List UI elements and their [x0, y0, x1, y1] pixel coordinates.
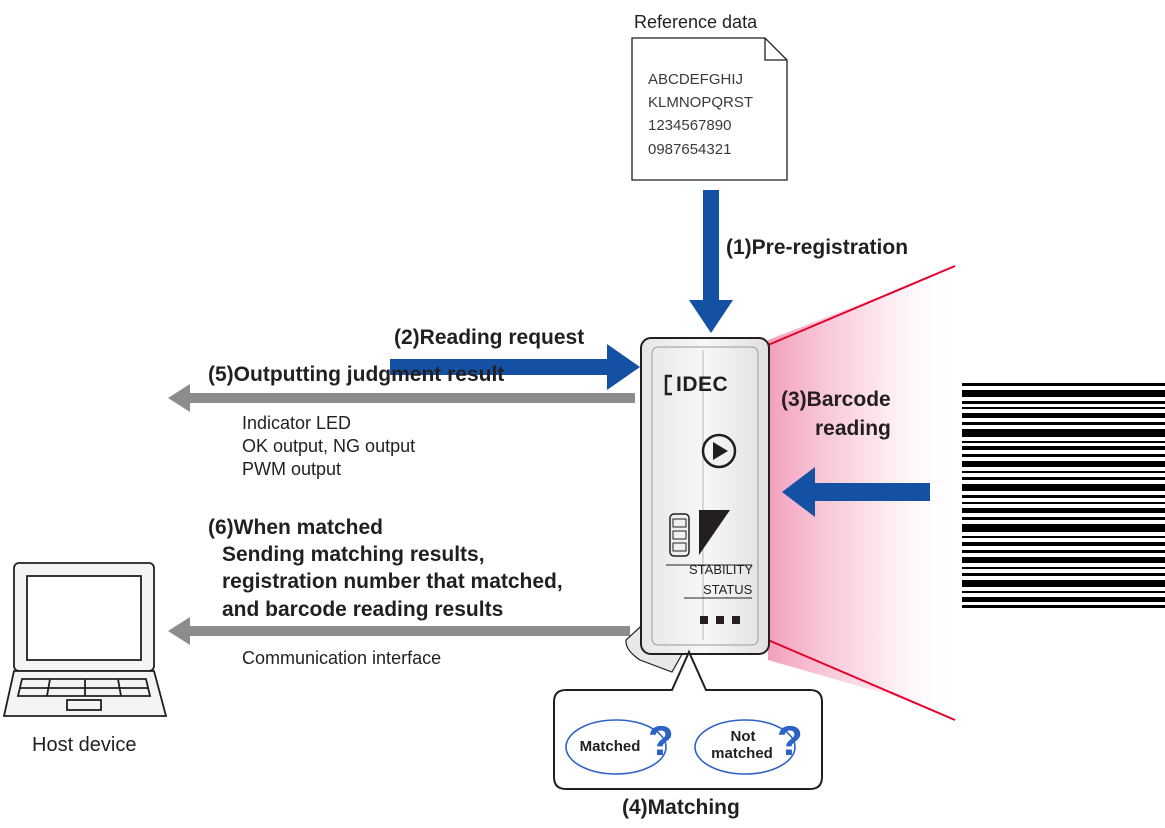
not-matched-label-2: matched: [711, 745, 773, 762]
status-label: STATUS: [703, 582, 753, 597]
stability-bars: [699, 510, 730, 555]
matching-bubble: [553, 649, 823, 790]
reference-line: KLMNOPQRST: [648, 94, 754, 111]
step-when-matched: (6)When matched: [208, 516, 384, 539]
status-dot: [700, 616, 708, 624]
reference-data-title: Reference data: [634, 12, 758, 32]
step-reading-request: (2)Reading request: [394, 326, 585, 349]
not-matched-label-1: Not: [730, 728, 756, 745]
laptop-icon: [2, 562, 168, 717]
reference-line: 0987654321: [648, 141, 732, 158]
step-when-matched-line2: Sending matching results,: [222, 543, 485, 566]
output-result-arrow: [168, 384, 635, 412]
pre-registration-arrow: [689, 190, 733, 333]
status-dot: [732, 616, 740, 624]
idec-logo-mark: [664, 374, 672, 396]
play-icon: [701, 433, 737, 469]
host-device-label: Host device: [32, 734, 137, 756]
reference-line: 1234567890: [648, 117, 732, 134]
output-item: PWM output: [242, 459, 342, 479]
step-barcode-reading-cont: reading: [815, 417, 891, 440]
barcode: [962, 383, 1165, 608]
question-mark-icon: ?: [648, 717, 674, 764]
status-dot: [716, 616, 724, 624]
comm-interface-label: Communication interface: [242, 648, 442, 668]
step-matching: (4)Matching: [622, 796, 740, 819]
step-barcode-reading: (3)Barcode: [781, 388, 891, 411]
output-item: Indicator LED: [242, 413, 352, 433]
question-mark-icon: ?: [777, 717, 803, 764]
matched-oval: [565, 719, 667, 775]
send-results-arrow: [168, 617, 630, 645]
barcode-reading-arrow: [782, 467, 930, 517]
laser-line-top: [767, 265, 956, 346]
stability-label: STABILITY: [689, 562, 754, 577]
output-item: OK output, NG output: [242, 436, 416, 456]
reference-line: ABCDEFGHIJ: [648, 71, 744, 88]
step-when-matched-line4: and barcode reading results: [222, 598, 504, 621]
barcode-reader-device: [640, 337, 770, 655]
reference-document: [631, 37, 788, 181]
device-brand-logo: IDEC: [676, 373, 729, 396]
indicator-leds: [669, 513, 690, 557]
reading-request-arrow: [390, 344, 640, 390]
document-fold: [764, 38, 787, 61]
matched-label: Matched: [579, 738, 641, 755]
step-pre-registration: (1)Pre-registration: [726, 236, 909, 259]
step-when-matched-line3: registration number that matched,: [222, 570, 563, 593]
not-matched-oval: [694, 719, 796, 775]
laser-line-bottom: [767, 639, 956, 721]
step-outputting: (5)Outputting judgment result: [208, 363, 505, 386]
